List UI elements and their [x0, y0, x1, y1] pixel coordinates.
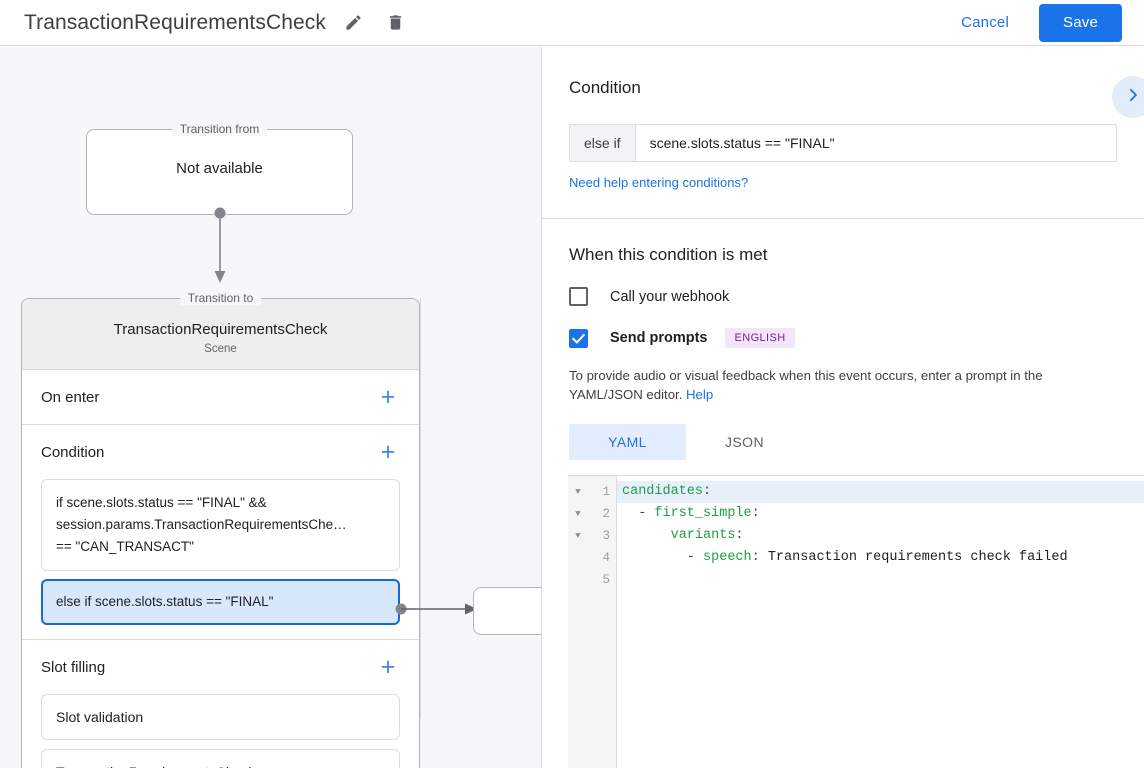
- scene-section-condition: Condition + if scene.slots.status == "FI…: [22, 425, 419, 640]
- code-token-key: variants: [670, 528, 736, 543]
- condition-list-item-selected[interactable]: else if scene.slots.status == "FINAL": [41, 579, 400, 625]
- language-badge: ENGLISH: [725, 328, 795, 348]
- call-webhook-label: Call your webhook: [610, 288, 730, 305]
- panel-when-condition-met-section: When this condition is met Call your web…: [542, 219, 1144, 460]
- code-token-punc: -: [622, 550, 704, 565]
- save-button[interactable]: Save: [1039, 3, 1122, 42]
- condition-input[interactable]: [635, 125, 1116, 161]
- code-line: variants:: [617, 525, 1144, 547]
- slot-filling-item[interactable]: Slot validation: [41, 694, 400, 740]
- scene-card-subtitle: Scene: [204, 343, 237, 355]
- code-line: [617, 569, 1144, 591]
- condition-heading: Condition: [569, 78, 641, 97]
- code-token-punc: :: [751, 550, 760, 565]
- add-on-enter-button[interactable]: +: [380, 382, 396, 411]
- when-condition-met-heading: When this condition is met: [569, 245, 768, 264]
- condition-line: if scene.slots.status == "FINAL" &&: [56, 495, 267, 510]
- slot-filling-item[interactable]: TransactionRequirementsCheck: [41, 749, 400, 768]
- transition-from-legend: Transition from: [171, 122, 268, 136]
- fold-triangle-icon[interactable]: ▼: [575, 487, 581, 497]
- send-prompts-row: Send prompts ENGLISH: [569, 328, 1117, 348]
- code-line: candidates:: [617, 481, 1144, 503]
- prompt-help-text: To provide audio or visual feedback when…: [569, 366, 1117, 404]
- cancel-button[interactable]: Cancel: [947, 6, 1023, 39]
- section-header: Condition +: [41, 425, 400, 479]
- code-token-punc: -: [622, 506, 655, 521]
- target-node-card[interactable]: [473, 587, 541, 635]
- prompt-help-description: To provide audio or visual feedback when…: [569, 368, 1043, 402]
- condition-prefix-label: else if: [570, 125, 636, 161]
- section-title-slot-filling: Slot filling: [41, 658, 106, 676]
- canvas-guide-line: [420, 298, 421, 719]
- transition-to-scene-card[interactable]: Transition to TransactionRequirementsChe…: [21, 291, 420, 768]
- collapse-panel-button[interactable]: [1112, 76, 1144, 118]
- condition-help-link[interactable]: Need help entering conditions?: [569, 175, 749, 190]
- app-header: TransactionRequirementsCheck Cancel Save: [0, 0, 1144, 46]
- chevron-right-icon: [1124, 86, 1142, 109]
- send-prompts-label: Send prompts: [610, 330, 708, 346]
- prompt-help-link[interactable]: Help: [686, 387, 714, 402]
- gutter-row: ▼2: [568, 503, 616, 525]
- section-title-on-enter: On enter: [41, 388, 100, 406]
- transition-from-card: Transition from Not available: [86, 122, 353, 215]
- add-slot-filling-button[interactable]: +: [380, 652, 396, 681]
- condition-line: else if scene.slots.status == "FINAL": [56, 594, 274, 609]
- transition-from-value: Not available: [176, 160, 263, 177]
- send-prompts-checkbox[interactable]: [569, 328, 588, 348]
- line-number: 2: [602, 507, 610, 521]
- scene-card-header: TransactionRequirementsCheck Scene: [22, 299, 419, 370]
- section-header: On enter +: [41, 370, 400, 424]
- code-token-text: Transaction requirements check failed: [759, 550, 1068, 565]
- section-title-condition: Condition: [41, 443, 105, 461]
- tab-json[interactable]: JSON: [725, 434, 764, 450]
- scene-section-slot-filling: Slot filling + Slot validation Transacti…: [22, 640, 419, 768]
- gutter-row: ▼1: [568, 481, 616, 503]
- page-title: TransactionRequirementsCheck: [24, 10, 326, 34]
- section-header: Slot filling +: [41, 640, 400, 694]
- trash-icon: [386, 13, 405, 32]
- call-webhook-checkbox[interactable]: [569, 287, 588, 306]
- fold-triangle-icon[interactable]: ▼: [575, 531, 581, 541]
- graph-canvas: Transition from Not available Transition…: [0, 47, 541, 768]
- panel-condition-section: Condition else if Need help entering con…: [542, 47, 1144, 219]
- code-token-key: first_simple: [654, 506, 752, 521]
- gutter-row: 4: [568, 547, 616, 569]
- webhook-row: Call your webhook: [569, 287, 1117, 306]
- condition-line: == "CAN_TRANSACT": [56, 539, 194, 554]
- transition-to-legend: Transition to: [179, 291, 262, 305]
- line-number: 5: [602, 573, 610, 587]
- condition-list-item[interactable]: if scene.slots.status == "FINAL" && sess…: [41, 479, 400, 571]
- add-condition-button[interactable]: +: [380, 437, 396, 466]
- editor-code-area[interactable]: candidates: - first_simple: variants: - …: [617, 476, 1144, 768]
- line-number: 1: [602, 485, 610, 499]
- line-number: 3: [602, 529, 610, 543]
- editor-format-tabs: YAML JSON: [569, 424, 1117, 460]
- code-line: - first_simple:: [617, 503, 1144, 525]
- code-line: - speech: Transaction requirements check…: [617, 547, 1144, 569]
- code-token-punc: :: [703, 484, 712, 499]
- gutter-row: ▼3: [568, 525, 616, 547]
- transition-arrow-icon: [214, 207, 226, 283]
- gutter-row: 5: [568, 569, 616, 591]
- code-token-punc: :: [735, 528, 744, 543]
- code-token-key: candidates: [622, 484, 704, 499]
- code-token-key: speech: [703, 550, 752, 565]
- condition-edge-connector: [395, 603, 477, 615]
- scene-section-on-enter: On enter +: [22, 370, 419, 425]
- condition-input-row: else if: [569, 124, 1117, 162]
- edit-button[interactable]: [338, 8, 368, 38]
- pencil-icon: [344, 13, 363, 32]
- fold-triangle-icon[interactable]: ▼: [575, 509, 581, 519]
- scene-card-title: TransactionRequirementsCheck: [113, 321, 328, 338]
- tab-yaml[interactable]: YAML: [569, 424, 686, 460]
- code-token-punc: [622, 528, 671, 543]
- code-token-punc: :: [751, 506, 760, 521]
- line-number: 4: [602, 551, 610, 565]
- delete-button[interactable]: [380, 8, 410, 38]
- condition-line: session.params.TransactionRequirementsCh…: [56, 517, 347, 532]
